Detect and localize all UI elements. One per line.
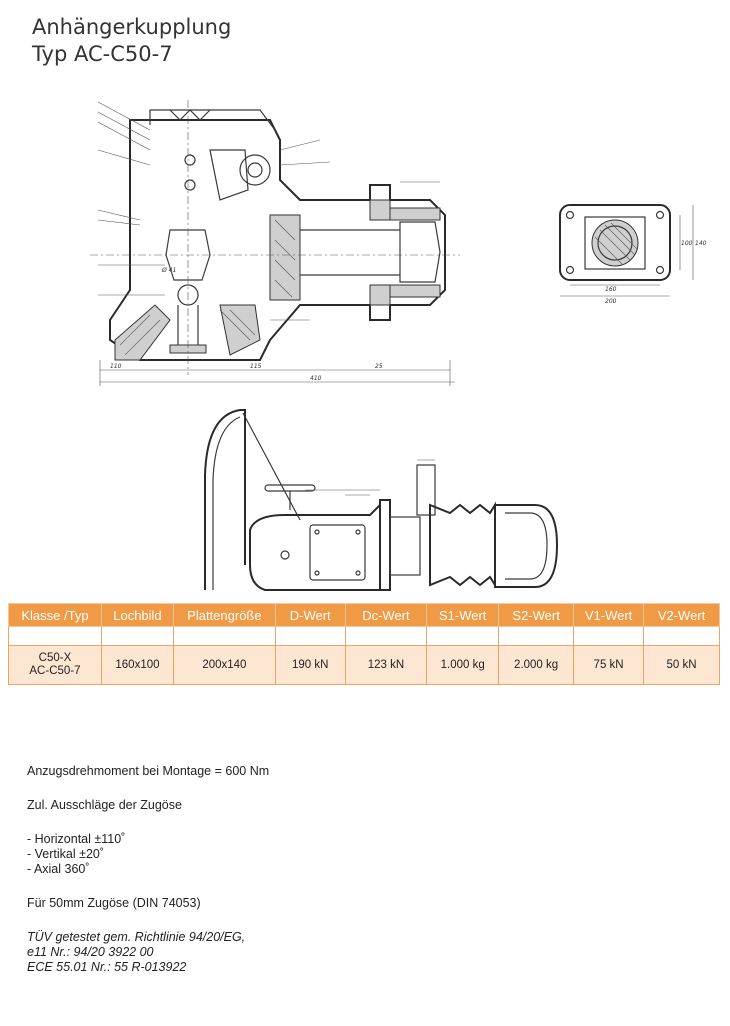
cell-dc-wert: 123 kN bbox=[344, 645, 428, 685]
dim-label: 160 bbox=[605, 286, 617, 293]
title-line-1: Anhängerkupplung bbox=[32, 15, 232, 39]
deflection-horizontal: - Horizontal ±110˚ bbox=[27, 832, 126, 846]
table-header-row: Klasse /Typ Lochbild Plattengröße D-Wert… bbox=[8, 603, 720, 627]
cell-s1-wert: 1.000 kg bbox=[426, 645, 500, 685]
cell-klasse-line: AC-C50-7 bbox=[29, 665, 81, 677]
table-row-empty bbox=[8, 626, 720, 646]
cell-d-wert: 190 kN bbox=[274, 645, 346, 685]
plate-drawing: 160 200 100 140 bbox=[559, 204, 707, 305]
col-header: D-Wert bbox=[274, 603, 346, 627]
dim-label: Ø 41 bbox=[161, 267, 176, 274]
page-title: Anhängerkupplung Typ AC-C50-7 bbox=[32, 14, 231, 68]
cell-klasse: C50-X AC-C50-7 bbox=[8, 645, 102, 685]
dim-label: 110 bbox=[110, 363, 122, 370]
dim-label: 410 bbox=[310, 375, 322, 382]
tuev-line-2: e11 Nr.: 94/20 3922 00 bbox=[27, 945, 154, 959]
title-line-2: Typ AC-C50-7 bbox=[32, 42, 173, 66]
torque-note: Anzugsdrehmoment bei Montage = 600 Nm bbox=[27, 764, 270, 778]
tuev-line-1: TÜV getestet gem. Richtlinie 94/20/EG, bbox=[27, 930, 246, 944]
col-header: S1-Wert bbox=[426, 603, 500, 627]
col-header: Plattengröße bbox=[172, 603, 276, 627]
side-view-drawing bbox=[204, 409, 559, 591]
dim-label: 25 bbox=[375, 363, 383, 370]
notes: Anzugsdrehmoment bei Montage = 600 Nm Zu… bbox=[27, 764, 269, 975]
deflection-vertical: - Vertikal ±20˚ bbox=[27, 847, 105, 861]
deflection-axial: - Axial 360˚ bbox=[27, 862, 90, 876]
cell-lochbild: 160x100 bbox=[100, 645, 174, 685]
col-header: S2-Wert bbox=[498, 603, 575, 627]
cell-klasse-line: C50-X bbox=[38, 652, 72, 664]
dim-label: 140 bbox=[695, 240, 707, 247]
dim-label: 115 bbox=[250, 363, 262, 370]
dim-label: 100 bbox=[681, 240, 693, 247]
section-drawing: 110 115 410 25 Ø 41 bbox=[90, 100, 460, 386]
deflection-title: Zul. Ausschläge der Zugöse bbox=[27, 798, 182, 812]
eye-note: Für 50mm Zugöse (DIN 74053) bbox=[27, 896, 201, 910]
cell-v2-wert: 50 kN bbox=[643, 645, 720, 685]
col-header: V1-Wert bbox=[573, 603, 645, 627]
cell-v1-wert: 75 kN bbox=[573, 645, 645, 685]
col-header: V2-Wert bbox=[643, 603, 720, 627]
col-header: Klasse /Typ bbox=[8, 603, 102, 627]
spec-table: Klasse /Typ Lochbild Plattengröße D-Wert… bbox=[8, 603, 720, 685]
cell-s2-wert: 2.000 kg bbox=[498, 645, 575, 685]
col-header: Lochbild bbox=[100, 603, 174, 627]
dim-label: 200 bbox=[605, 298, 617, 305]
cell-plattengroesse: 200x140 bbox=[172, 645, 276, 685]
col-header: Dc-Wert bbox=[344, 603, 428, 627]
tuev-line-3: ECE 55.01 Nr.: 55 R-013922 bbox=[27, 960, 187, 974]
table-row: C50-X AC-C50-7 160x100 200x140 190 kN 12… bbox=[8, 645, 720, 685]
